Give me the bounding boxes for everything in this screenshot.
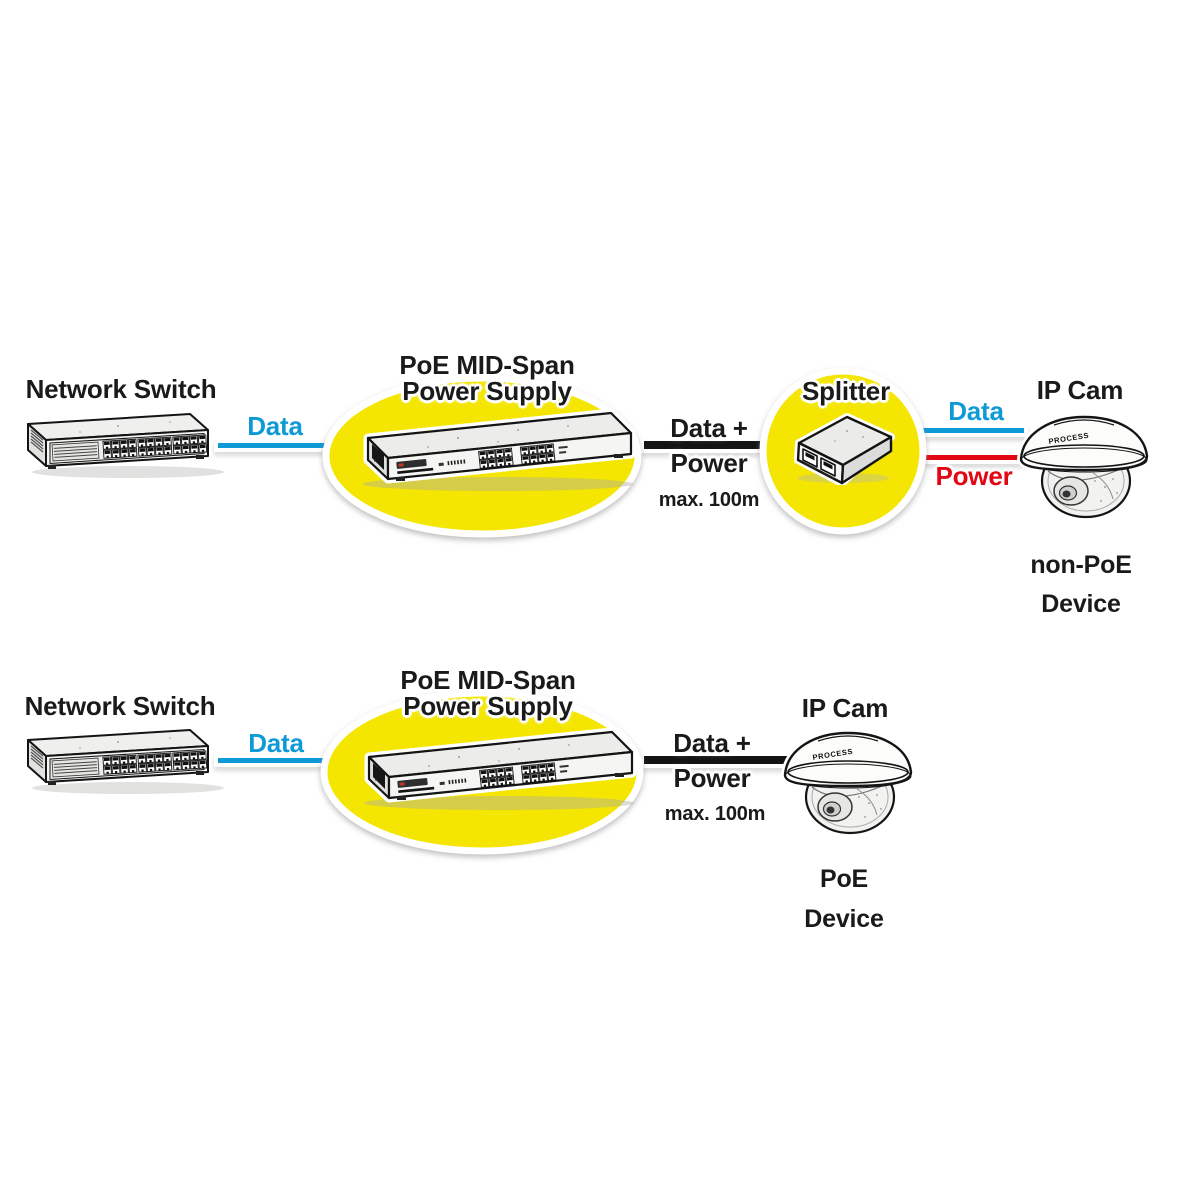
- bottom-poe-midspan-illustration: [339, 719, 639, 811]
- top-camera-type-line2: Device: [1041, 589, 1121, 618]
- top-trunk-label-line2: Power: [670, 448, 748, 478]
- top-network-switch-label: Network Switch: [25, 374, 217, 404]
- midspan-title-line1: PoE MID-Span: [399, 350, 575, 380]
- top-ip-cam-label: IP Cam: [1036, 375, 1124, 405]
- top-poe-midspan-illustration: [338, 400, 638, 492]
- bottom-ip-camera-illustration: [777, 725, 917, 837]
- bottom-midspan-title-line2: Power Supply: [403, 691, 573, 721]
- bottom-trunk-label-line2: Power: [673, 763, 751, 793]
- splitter-illustration: [785, 407, 907, 485]
- bottom-data-link-label: Data: [248, 728, 304, 758]
- top-camera-type-label: non-PoE Device: [1011, 536, 1151, 634]
- top-trunk-max-length-label: max. 100m: [658, 489, 760, 511]
- top-network-switch-illustration: [20, 408, 225, 480]
- top-trunk-label-line1: Data +: [670, 413, 748, 443]
- bottom-camera-type-line1: PoE: [819, 865, 869, 893]
- bottom-network-switch-illustration: [20, 724, 225, 796]
- top-data-link-label: Data: [247, 411, 303, 441]
- bottom-trunk-label-line1: Data +: [673, 728, 751, 758]
- splitter-power-out-label: Power: [935, 461, 1013, 491]
- bottom-network-switch-label: Network Switch: [24, 691, 216, 721]
- bottom-camera-type-label: PoE Device: [774, 849, 914, 949]
- splitter-data-out-label: Data: [948, 396, 1004, 426]
- bottom-ip-cam-label: IP Cam: [801, 693, 889, 723]
- top-ip-camera-illustration: [1013, 409, 1153, 521]
- midspan-title-line2: Power Supply: [402, 376, 572, 406]
- bottom-midspan-title-line1: PoE MID-Span: [400, 665, 576, 695]
- bottom-trunk-max-length-label: max. 100m: [664, 803, 766, 825]
- top-camera-type-line1: non-PoE: [1030, 550, 1132, 579]
- splitter-label: Splitter: [802, 376, 890, 406]
- bottom-camera-type-line2: Device: [804, 905, 884, 933]
